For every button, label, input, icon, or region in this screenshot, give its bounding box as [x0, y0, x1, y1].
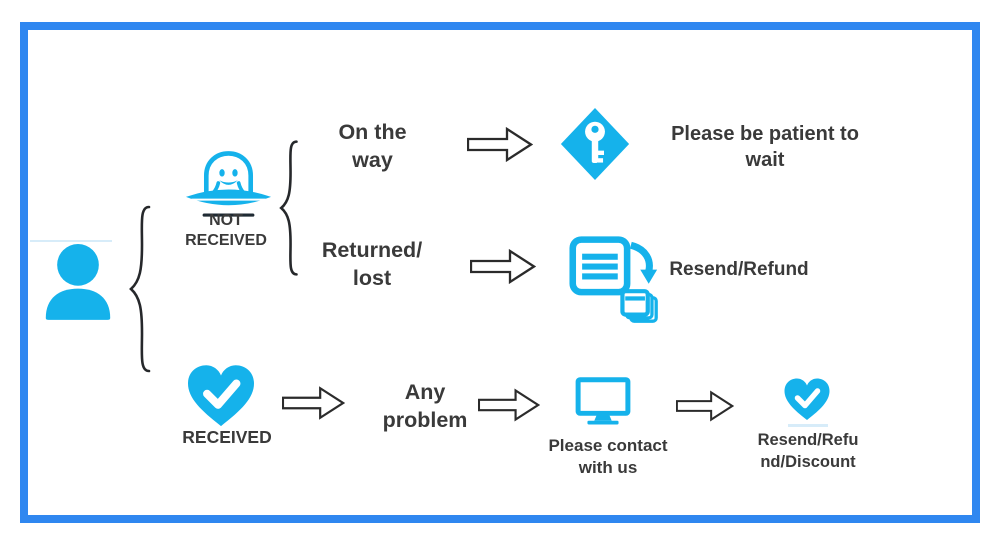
heart-check-received-icon: [188, 365, 254, 427]
arrow-icon: [676, 390, 734, 422]
label-line: Resend/Refund: [669, 259, 809, 280]
arrow-icon: [478, 388, 540, 422]
label-line: RECEIVED: [182, 427, 272, 447]
customer-icon: [45, 244, 111, 320]
on-the-way-label: On the way: [305, 119, 440, 174]
contact-us-label: Please contact with us: [528, 435, 688, 479]
arrow-icon: [470, 249, 536, 284]
heart-check-outcome-icon: [784, 378, 830, 420]
main-brace-connector: [126, 205, 152, 373]
arrow-icon: [467, 127, 533, 162]
label-line: lost: [352, 265, 392, 290]
returned-lost-label: Returned/ lost: [302, 237, 442, 292]
not-received-label: NOT RECEIVED: [166, 211, 286, 251]
received-label: RECEIVED: [172, 426, 282, 448]
label-line: with us: [578, 457, 638, 477]
label-line: Please be patient to: [671, 123, 859, 145]
arrow-icon: [282, 386, 345, 420]
label-line: way: [352, 147, 393, 172]
key-diamond-icon: [560, 108, 630, 180]
label-line: On the: [338, 120, 407, 144]
label-line: NOT: [209, 212, 243, 229]
decorative-line: [30, 240, 112, 242]
label-line: wait: [745, 148, 785, 171]
resend-refund-label: Resend/Refund: [664, 258, 814, 282]
resend-documents-icon: [569, 236, 658, 323]
patient-wait-label: Please be patient to wait: [643, 122, 887, 173]
label-line: Any: [404, 380, 446, 404]
any-problem-label: Any problem: [360, 379, 490, 434]
resend-refund-discount-label: Resend/Refu nd/Discount: [737, 430, 879, 474]
label-line: problem: [382, 407, 468, 432]
label-line: Please contact: [548, 436, 668, 455]
label-line: Returned/: [321, 238, 423, 262]
not-received-brace-connector: [277, 140, 299, 276]
ufo-not-received-icon: [185, 151, 272, 217]
monitor-icon: [575, 377, 631, 425]
label-line: RECEIVED: [185, 232, 267, 250]
label-line: Resend/Refu: [757, 431, 859, 449]
label-line: nd/Discount: [760, 452, 856, 471]
decorative-line: [788, 424, 828, 427]
